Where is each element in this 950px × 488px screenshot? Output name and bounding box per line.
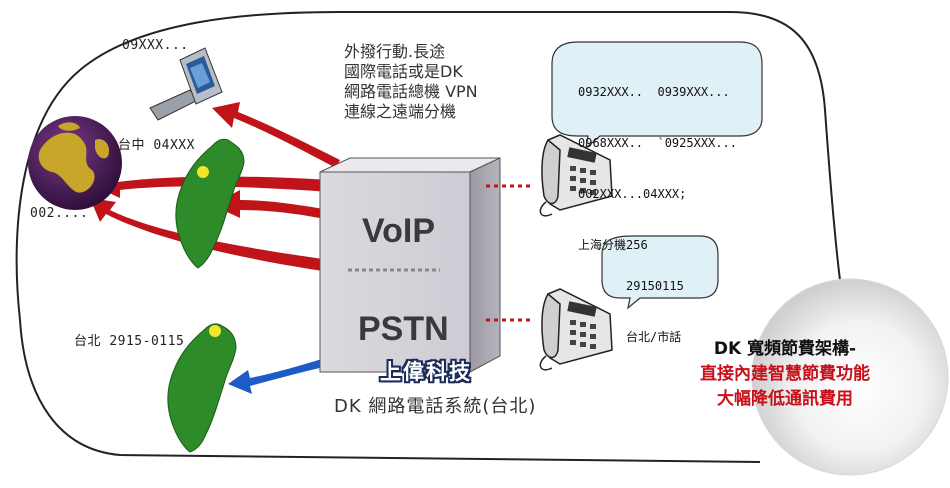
label-taichung: 台中 04XXX (118, 138, 195, 153)
label-international: 002.... (30, 206, 89, 221)
bubble-line: 002XXX...04XXX; (578, 187, 687, 201)
caption: 外撥行動.長途 國際電話或是DK 網路電話總機 VPN 連線之遠端分機 (344, 42, 478, 122)
box-label-voip: VoIP (362, 212, 436, 250)
desk-phone-icon-bottom (539, 288, 613, 371)
promo-text: DK 寬頻節費架構- 直接內建智慧節費功能 大幅降低通訊費用 (670, 337, 900, 412)
promo-line-1: DK 寬頻節費架構- (713, 339, 857, 359)
taiwan-map-icon-bottom (167, 323, 237, 453)
label-mobile: 09XXX... (122, 38, 189, 53)
bubble-line: 台北/市話 (626, 330, 682, 344)
pstn-arrow (228, 358, 328, 394)
promo-line-3: 大幅降低通訊費用 (717, 389, 853, 409)
desk-phone-icon-top (539, 134, 613, 217)
bubble-line: 0932XXX.. 0939XXX... (578, 85, 730, 99)
bubble-line: 0968XXX.. `0925XXX... (578, 136, 737, 150)
bubble-voip-text: 0932XXX.. 0939XXX... 0968XXX.. `0925XXX.… (578, 50, 737, 271)
globe-icon (28, 116, 122, 210)
label-taipei: 台北 2915-0115 (74, 334, 185, 349)
bubble-line: 29150115 (626, 279, 684, 293)
mobile-phone-icon (149, 47, 223, 121)
company-name: 上偉科技 (380, 360, 472, 384)
bubble-voip (551, 41, 763, 150)
bubble-pstn (601, 235, 719, 310)
server-box (319, 157, 501, 373)
promo-circle (751, 278, 949, 476)
caption-line: 網路電話總機 VPN (344, 82, 478, 101)
taiwan-map-icon-top (175, 138, 245, 269)
outer-frame-bottom (19, 319, 761, 463)
caption-line: 連線之遠端分機 (344, 102, 457, 121)
caption-line: 外撥行動.長途 (344, 42, 446, 61)
system-name: DK 網路電話系統(台北) (334, 396, 537, 417)
bubble-pstn-text: 29150115 台北/市話 (626, 244, 684, 363)
bubble-line: 上海分機256 (578, 238, 648, 252)
box-label-pstn: PSTN (358, 310, 449, 348)
promo-line-2: 直接內建智慧節費功能 (700, 364, 870, 384)
caption-line: 國際電話或是DK (344, 62, 463, 81)
